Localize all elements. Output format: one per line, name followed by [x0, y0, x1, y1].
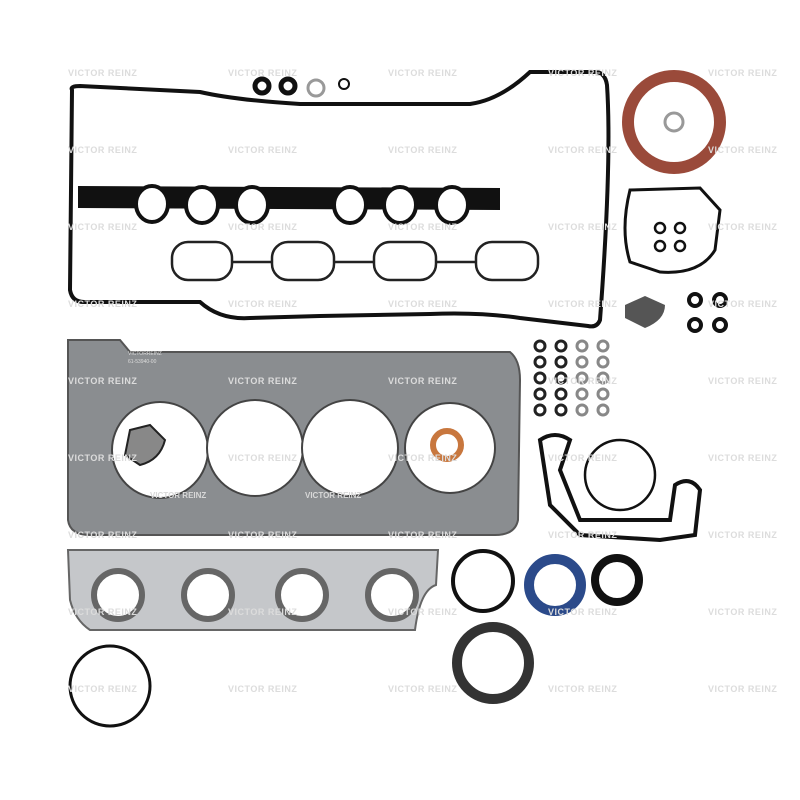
valve-stem-seal	[554, 403, 568, 417]
watermark-text: VICTOR REINZ	[228, 684, 297, 694]
small-orings-top	[252, 76, 350, 98]
valve-stem-seal	[596, 355, 610, 369]
watermark-text: VICTOR REINZ	[548, 530, 617, 540]
valve-stem-seal	[596, 371, 610, 385]
watermark-text: VICTOR REINZ	[388, 453, 457, 463]
watermark-text: VICTOR REINZ	[68, 453, 137, 463]
watermark-text: VICTOR REINZ	[708, 607, 777, 617]
valve-stem-seal	[575, 371, 589, 385]
valve-stem-seal	[596, 387, 610, 401]
oil-pump-gasket	[537, 433, 703, 543]
watermark-text: VICTOR REINZ	[228, 68, 297, 78]
watermark-text: VICTOR REINZ	[68, 376, 137, 386]
watermark-text: VICTOR REINZ	[388, 145, 457, 155]
crankshaft-front-seal	[452, 622, 534, 704]
valve-stem-seal	[575, 355, 589, 369]
oring-large-1	[451, 549, 515, 613]
watermark-text: VICTOR REINZ	[68, 68, 137, 78]
intake-manifold-gaskets	[170, 240, 540, 282]
valve-stem-seal	[554, 339, 568, 353]
watermark-text: VICTOR REINZ	[68, 530, 137, 540]
watermark-text: VICTOR REINZ	[548, 376, 617, 386]
valve-stem-seal	[554, 371, 568, 385]
head-gasket-brand-2: VICTOR REINZ	[305, 491, 361, 500]
watermark-text: VICTOR REINZ	[228, 376, 297, 386]
spark-plug-tube-seals	[134, 184, 470, 225]
valve-stem-seal	[575, 339, 589, 353]
watermark-text: VICTOR REINZ	[68, 299, 137, 309]
watermark-text: VICTOR REINZ	[388, 684, 457, 694]
valve-stem-seal	[533, 387, 547, 401]
copper-washer	[430, 428, 464, 462]
egr-gasket	[625, 296, 665, 328]
oring-medium	[583, 438, 657, 512]
head-gasket-stamp-brand: VICTORREINZ	[128, 351, 162, 357]
watermark-text: VICTOR REINZ	[388, 68, 457, 78]
oring-large-2	[68, 644, 152, 728]
seal-black	[591, 554, 643, 606]
head-gasket-stamp-number: 61-53940-00	[128, 359, 157, 365]
watermark-text: VICTOR REINZ	[708, 299, 777, 309]
watermark-text: VICTOR REINZ	[228, 607, 297, 617]
seal-blue	[524, 554, 586, 616]
small-orings-right	[687, 292, 728, 333]
watermark-text: VICTOR REINZ	[68, 607, 137, 617]
timing-cover-gasket-small	[623, 186, 722, 274]
valve-stem-seal	[596, 403, 610, 417]
watermark-text: VICTOR REINZ	[548, 145, 617, 155]
valve-stem-seal	[533, 403, 547, 417]
valve-stem-seal	[554, 355, 568, 369]
small-orings-cluster	[653, 221, 687, 253]
watermark-text: VICTOR REINZ	[228, 453, 297, 463]
valve-stem-seal	[533, 355, 547, 369]
watermark-text: VICTOR REINZ	[708, 453, 777, 463]
watermark-text: VICTOR REINZ	[708, 68, 777, 78]
exhaust-manifold-gasket	[66, 549, 440, 631]
watermark-text: VICTOR REINZ	[228, 145, 297, 155]
watermark-text: VICTOR REINZ	[388, 299, 457, 309]
valve-stem-seal	[596, 339, 610, 353]
valve-stem-seals	[533, 339, 610, 417]
valve-stem-seal	[533, 339, 547, 353]
watermark-text: VICTOR REINZ	[548, 684, 617, 694]
crankshaft-seal-red	[622, 70, 726, 174]
exhaust-ports	[91, 568, 419, 622]
watermark-text: VICTOR REINZ	[548, 222, 617, 232]
watermark-text: VICTOR REINZ	[548, 607, 617, 617]
watermark-text: VICTOR REINZ	[548, 299, 617, 309]
watermark-text: VICTOR REINZ	[548, 453, 617, 463]
watermark-text: VICTOR REINZ	[708, 376, 777, 386]
watermark-text: VICTOR REINZ	[68, 684, 137, 694]
head-gasket-brand: VICTOR REINZ	[150, 491, 206, 500]
watermark-layer: VICTOR REINZ VICTOR REINZ VICTOR REINZ VICT…	[68, 68, 777, 694]
seal-inner-washer	[663, 111, 685, 133]
watermark-text: VICTOR REINZ	[68, 145, 137, 155]
watermark-text: VICTOR REINZ	[708, 684, 777, 694]
watermark-text: VICTOR REINZ	[228, 299, 297, 309]
watermark-text: VICTOR REINZ	[68, 222, 137, 232]
small-flange-gasket	[123, 423, 167, 467]
valve-cover-gasket	[67, 70, 611, 329]
valve-stem-seal	[575, 387, 589, 401]
watermark-text: VICTOR REINZ	[388, 607, 457, 617]
watermark-text: VICTOR REINZ	[388, 222, 457, 232]
watermark-text: VICTOR REINZ	[228, 530, 297, 540]
watermark-text: VICTOR REINZ	[388, 376, 457, 386]
valve-stem-seal	[575, 403, 589, 417]
valve-stem-seal	[533, 371, 547, 385]
valve-stem-seal	[554, 387, 568, 401]
watermark-text: VICTOR REINZ	[548, 68, 617, 78]
watermark-text: VICTOR REINZ	[708, 145, 777, 155]
watermark-text: VICTOR REINZ	[708, 222, 777, 232]
watermark-text: VICTOR REINZ	[388, 530, 457, 540]
watermark-text: VICTOR REINZ	[708, 530, 777, 540]
watermark-text: VICTOR REINZ	[228, 222, 297, 232]
